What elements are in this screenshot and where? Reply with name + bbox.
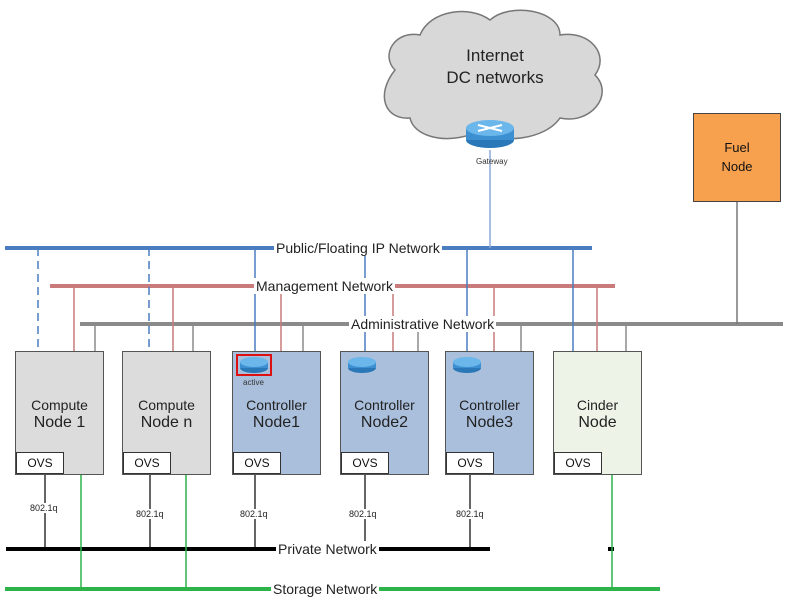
cloud-shape (383, 9, 603, 140)
fuel-node-line1: Fuel (724, 140, 750, 155)
node-name-line1: Controller (246, 397, 307, 413)
compute-node-1[interactable]: Compute Node 1 OVS (15, 351, 104, 475)
public-network-label: Public/Floating IP Network (274, 240, 442, 256)
node-name: Compute Node n (123, 396, 210, 432)
node-name-line1: Controller (354, 397, 415, 413)
vlan-label: 802.1q (136, 509, 164, 519)
cloud-label-line2: DC networks (446, 68, 544, 87)
node-name-line1: Controller (459, 397, 520, 413)
node-name-line2: Node1 (252, 414, 301, 431)
router-icon (453, 357, 481, 373)
node-name-line2: Node n (140, 414, 193, 431)
active-label: active (243, 378, 264, 387)
vlan-label: 802.1q (240, 509, 268, 519)
fuel-node-line2: Node (721, 159, 753, 174)
management-network-label: Management Network (254, 278, 395, 294)
controller-node-2[interactable]: Controller Node2 OVS (340, 351, 429, 475)
node-name-line1: Cinder (576, 397, 619, 413)
vlan-label: 802.1q (349, 509, 377, 519)
router-icon (348, 357, 376, 373)
router-icon (236, 354, 272, 376)
gateway-label: Gateway (476, 157, 508, 166)
vlan-label: 802.1q (30, 503, 58, 513)
node-name-line2: Node (578, 414, 617, 431)
node-name-line2: Node2 (360, 414, 409, 431)
node-name: Controller Node1 (233, 396, 320, 432)
node-name-line1: Compute (138, 397, 195, 413)
node-name: Compute Node 1 (16, 396, 103, 432)
compute-node-n[interactable]: Compute Node n OVS (122, 351, 211, 475)
node-name-line2: Node 1 (33, 414, 86, 431)
controller-node-3[interactable]: Controller Node3 OVS (445, 351, 534, 475)
node-name: Controller Node3 (446, 396, 533, 432)
private-network-label: Private Network (276, 541, 379, 557)
node-name-line1: Compute (31, 397, 88, 413)
ovs-switch: OVS (554, 452, 602, 474)
ovs-switch: OVS (16, 452, 64, 474)
vlan-label: 802.1q (456, 509, 484, 519)
administrative-network-label: Administrative Network (349, 316, 497, 332)
node-name: Cinder Node (554, 396, 641, 432)
node-name: Controller Node2 (341, 396, 428, 432)
fuel-node[interactable]: Fuel Node (693, 113, 781, 202)
controller-node-1[interactable]: active Controller Node1 OVS (232, 351, 321, 475)
router-icon (466, 120, 514, 148)
storage-network-label: Storage Network (271, 581, 380, 597)
cinder-node[interactable]: Cinder Node OVS (553, 351, 642, 475)
ovs-switch: OVS (233, 452, 281, 474)
ovs-switch: OVS (341, 452, 389, 474)
ovs-switch: OVS (446, 452, 494, 474)
cloud-label-line1: Internet (466, 46, 524, 65)
node-name-line2: Node3 (465, 414, 514, 431)
cloud-label: Internet DC networks (440, 45, 550, 89)
ovs-switch: OVS (123, 452, 171, 474)
